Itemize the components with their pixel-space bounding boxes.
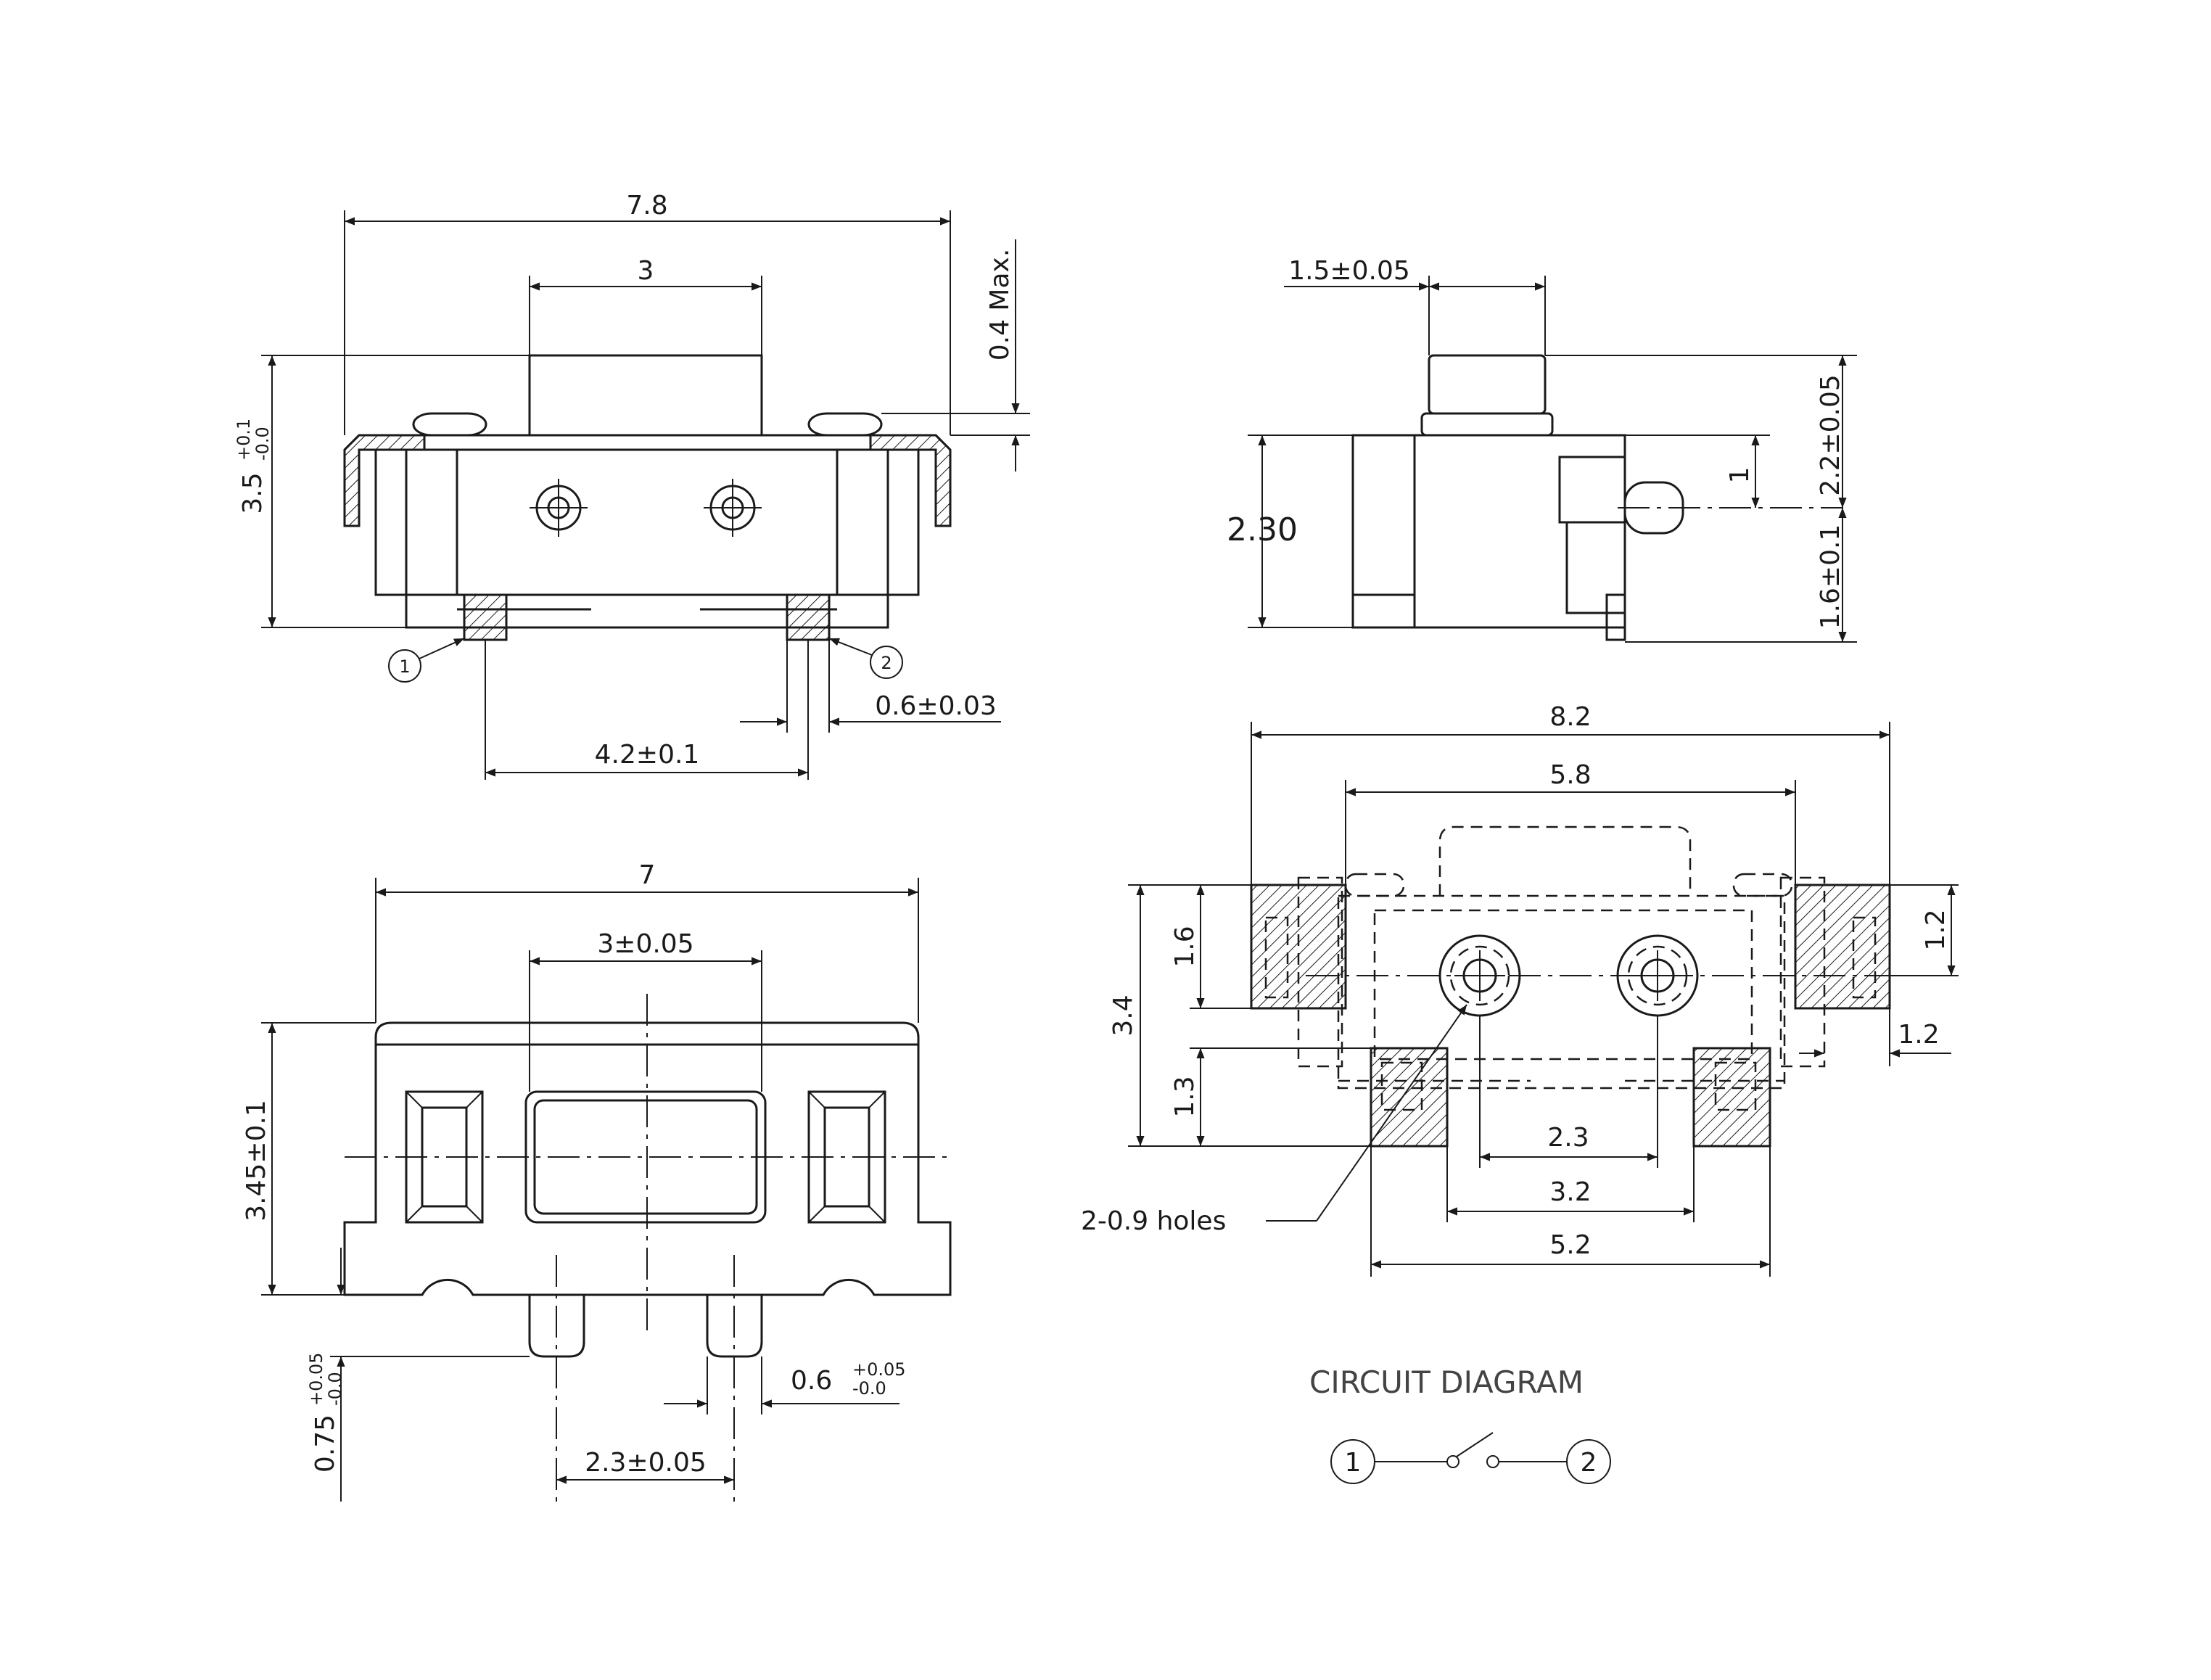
svg-text:+0.1: +0.1: [234, 419, 254, 461]
svg-text:1.6: 1.6: [1170, 926, 1200, 967]
dim-height-front: 3.5 +0.1 -0.0: [234, 419, 273, 514]
dim-upper-pad-height: 1.6: [1170, 926, 1200, 967]
svg-text:2.2±0.05: 2.2±0.05: [1816, 374, 1845, 496]
dim-pcb-total-height: 3.4: [1108, 995, 1138, 1036]
side-view: 1.5±0.05 2.30 2.2±0.05 1 1.6±0.1: [1227, 256, 1857, 643]
bottom-view: 7 3±0.05 3.45±0.1 0.75 +0.05 -0.0 0.6 +0…: [242, 860, 952, 1502]
side-actuator: [1428, 354, 1547, 415]
dim-bottom-width: 7: [639, 860, 656, 890]
dim-side-body-height: 2.30: [1227, 511, 1298, 548]
svg-text:+0.05: +0.05: [852, 1359, 906, 1380]
dim-side-actuator-height: 2.2±0.05: [1816, 374, 1845, 496]
svg-text:3.5: 3.5: [238, 472, 268, 514]
circuit-node-2: [1566, 1439, 1611, 1484]
dim-terminal-pitch: 4.2±0.1: [595, 740, 700, 770]
callout-2: [870, 646, 903, 679]
pcb-pad-lower-left: [1370, 1047, 1449, 1148]
svg-text:1.2: 1.2: [1921, 909, 1951, 950]
svg-text:1: 1: [1725, 467, 1755, 484]
dim-lower-outer: 5.2: [1549, 1230, 1591, 1260]
circuit-title: CIRCUIT DIAGRAM: [1309, 1364, 1584, 1400]
dim-width-overall: 7.8: [626, 191, 667, 221]
callout-1-label: 1: [399, 656, 410, 677]
dim-lower-inner: 3.2: [1549, 1177, 1591, 1207]
front-actuator: [528, 354, 763, 437]
pcb-pad-lower-right: [1692, 1047, 1771, 1148]
callout-2-label: 2: [881, 653, 892, 673]
dim-upper-pad-size: 1.2: [1921, 909, 1951, 950]
front-cover-bump-left: [412, 412, 487, 437]
side-body: [1351, 434, 1626, 629]
svg-text:1.3: 1.3: [1170, 1076, 1200, 1117]
front-body-inner: [456, 448, 839, 596]
front-terminal-1: [463, 593, 508, 641]
svg-text:2: 2: [1581, 1448, 1597, 1478]
circuit-diagram: CIRCUIT DIAGRAM 1 2: [1309, 1364, 1611, 1484]
side-terminal: [1605, 593, 1626, 641]
dim-protrusion: 0.4 Max.: [985, 249, 1015, 361]
svg-text:1: 1: [1345, 1448, 1362, 1478]
dim-post-pitch: 2.3±0.05: [585, 1448, 707, 1478]
dim-side-gap: 1.2: [1898, 1020, 1939, 1050]
dim-side-actuator-width: 1.5±0.05: [1288, 256, 1410, 286]
front-view: 1 2 7.8 3 3.5 +0.1 -0.0 0.4 Max.: [234, 191, 1030, 780]
front-hole-right: [704, 479, 762, 537]
dim-post-width: 0.6 +0.05 -0.0: [791, 1359, 906, 1399]
dim-actuator-width: 3: [638, 256, 654, 286]
svg-text:-0.0: -0.0: [325, 1372, 345, 1406]
svg-text:-0.0: -0.0: [852, 1378, 886, 1399]
callout-1: [388, 649, 421, 683]
svg-text:+0.05: +0.05: [306, 1352, 326, 1406]
svg-text:0.6: 0.6: [791, 1366, 832, 1396]
dim-terminal-width: 0.6±0.03: [875, 691, 997, 721]
front-hole-left: [530, 479, 588, 537]
svg-text:1.6±0.1: 1.6±0.1: [1816, 524, 1845, 630]
dim-pad-inner: 5.8: [1549, 760, 1591, 790]
front-cover-bump-right: [807, 412, 883, 437]
dim-post-length: 0.75 +0.05 -0.0: [306, 1352, 345, 1473]
holes-note: 2-0.9 holes: [1081, 1206, 1226, 1236]
dim-bottom-height: 3.45±0.1: [242, 1100, 271, 1222]
svg-text:3.4: 3.4: [1108, 995, 1138, 1036]
dim-side-base-height: 1.6±0.1: [1816, 524, 1845, 630]
pcb-pad-upper-right: [1794, 884, 1891, 1010]
svg-text:-0.0: -0.0: [252, 427, 273, 461]
dim-window-width: 3±0.05: [597, 929, 693, 959]
side-post-base: [1558, 456, 1626, 524]
svg-text:3.45±0.1: 3.45±0.1: [242, 1100, 271, 1222]
svg-text:0.4 Max.: 0.4 Max.: [985, 249, 1015, 361]
pcb-layout: 8.2 5.8 3.4 1.6 1.3 1.2: [1081, 702, 1959, 1277]
front-terminal-2: [786, 593, 831, 641]
dim-side-offset: 1: [1725, 467, 1755, 484]
dim-pad-outer: 8.2: [1549, 702, 1591, 732]
svg-text:0.75: 0.75: [310, 1415, 340, 1473]
front-cover-top: [343, 434, 952, 451]
pcb-pad-upper-left: [1250, 884, 1347, 1010]
side-lower: [1565, 521, 1626, 614]
bottom-body: [343, 1021, 952, 1296]
dim-hole-pitch: 2.3: [1547, 1123, 1589, 1153]
dim-lower-pad-height: 1.3: [1170, 1076, 1200, 1117]
